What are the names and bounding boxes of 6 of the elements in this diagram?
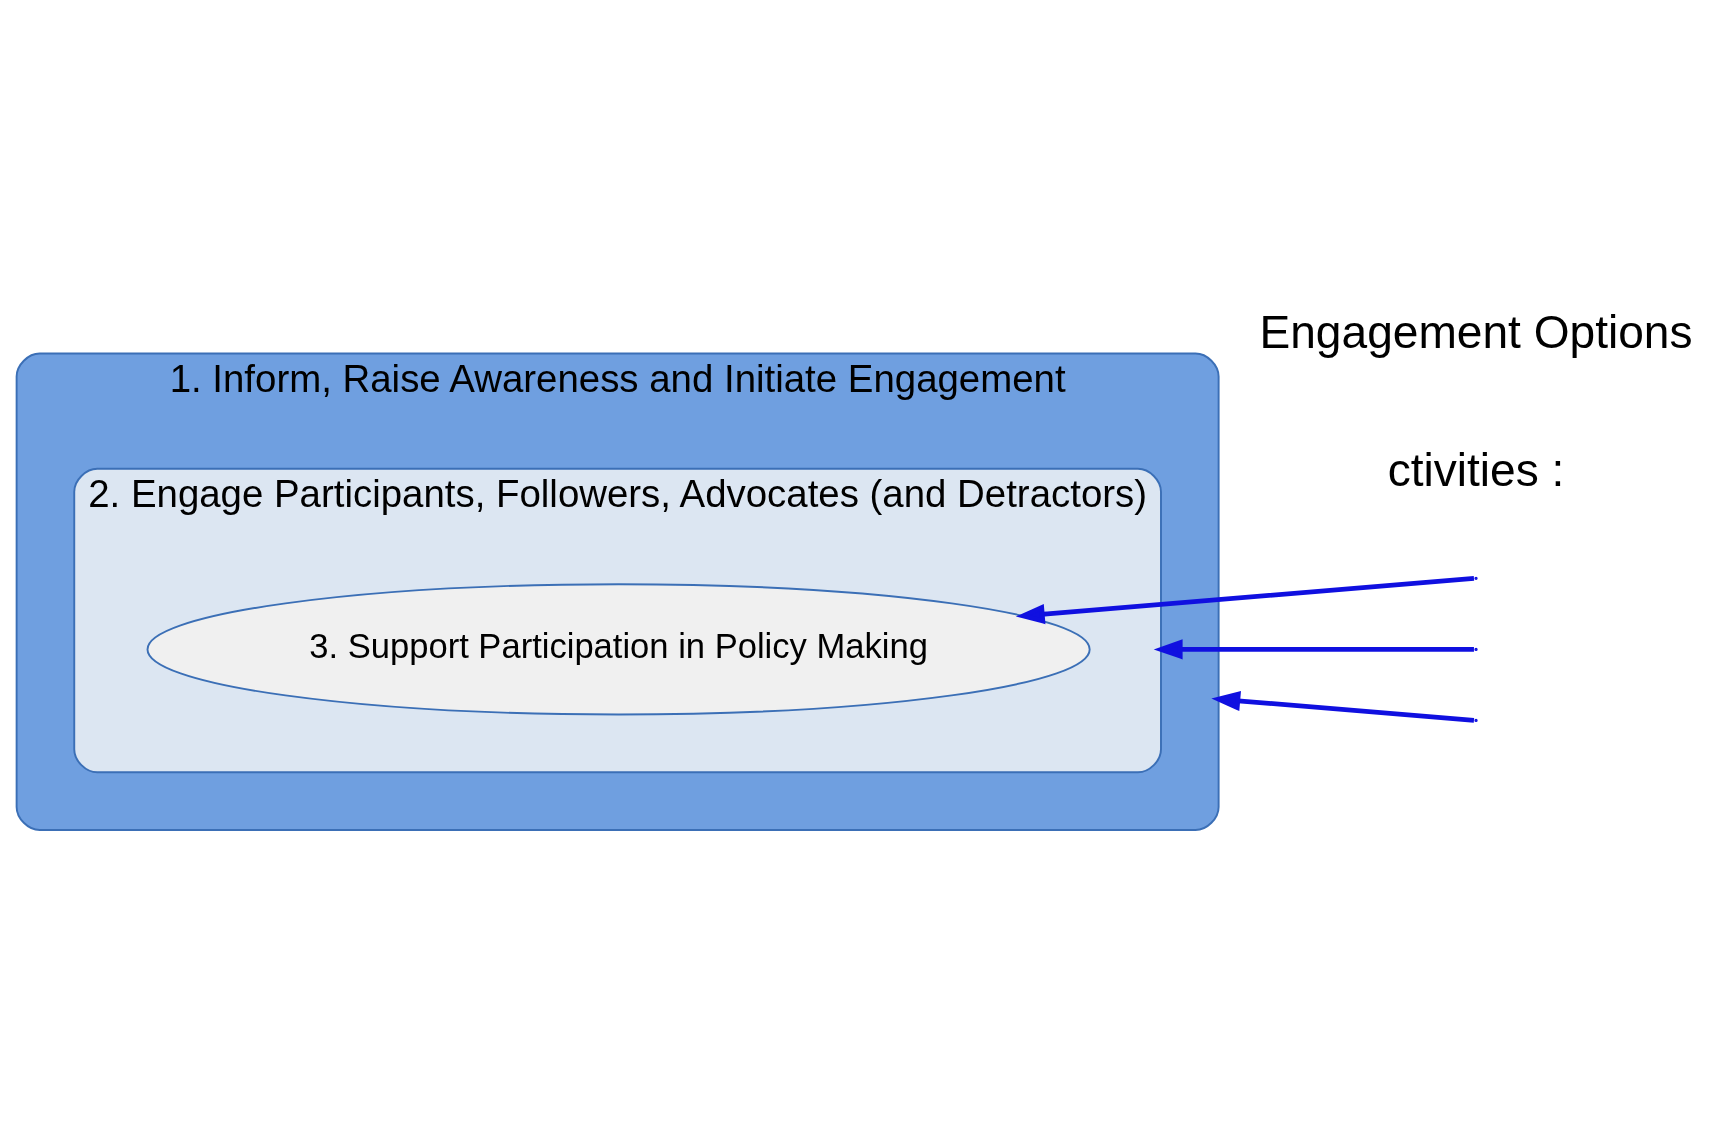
- arrow: [1211, 690, 1475, 723]
- arrow: [1015, 575, 1475, 624]
- label: ctivities :: [1387, 443, 1565, 496]
- node-ellipse: 3. Support Participation in Policy Making: [146, 582, 1091, 715]
- arrow: [1153, 638, 1474, 659]
- label: Engagement Options: [1259, 305, 1693, 358]
